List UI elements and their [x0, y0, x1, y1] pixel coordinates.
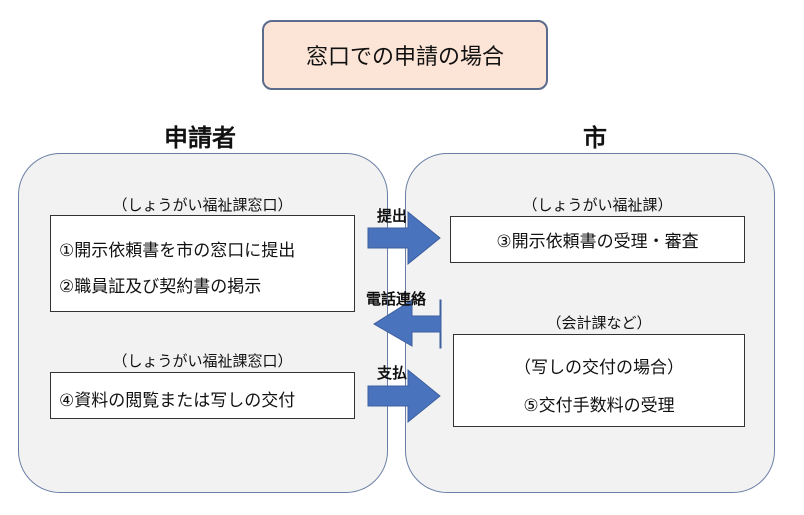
diagram-title: 窓口での申請の場合	[305, 45, 504, 70]
pay-arrow	[367, 368, 441, 424]
city-step-5: ⑤交付手数料の受理	[523, 396, 675, 416]
applicant-caption-2: （しょうがい福祉課窓口）	[112, 352, 293, 370]
applicant-box-2: ④資料の閲覧または写しの交付	[50, 372, 355, 419]
applicant-step-1: ①開示依頼書を市の窓口に提出	[59, 241, 296, 261]
applicant-caption-1: （しょうがい福祉課窓口）	[112, 196, 293, 214]
city-box-1: ③開示依頼書の受理・審査	[450, 216, 745, 263]
city-caption-1: （しょうがい福祉課）	[522, 196, 673, 214]
city-caption-2: （会計課など）	[546, 314, 652, 332]
city-heading: 市	[583, 124, 607, 152]
submit-arrow	[367, 210, 441, 266]
city-step-3: ③開示依頼書の受理・審査	[496, 232, 699, 252]
phone-arrow	[373, 299, 442, 349]
applicant-step-4: ④資料の閲覧または写しの交付	[59, 391, 296, 411]
phone-label: 電話連絡	[366, 290, 427, 308]
city-copy-note: （写しの交付の場合）	[514, 358, 684, 378]
diagram-title-box: 窓口での申請の場合	[262, 20, 548, 90]
applicant-box-1: ①開示依頼書を市の窓口に提出 ②職員証及び契約書の掲示	[50, 215, 355, 312]
submit-label: 提出	[377, 207, 408, 225]
city-box-2: （写しの交付の場合） ⑤交付手数料の受理	[453, 334, 745, 427]
pay-label: 支払	[377, 364, 408, 382]
applicant-panel	[18, 153, 388, 493]
applicant-heading: 申請者	[164, 124, 236, 152]
applicant-step-2: ②職員証及び契約書の掲示	[59, 277, 262, 297]
